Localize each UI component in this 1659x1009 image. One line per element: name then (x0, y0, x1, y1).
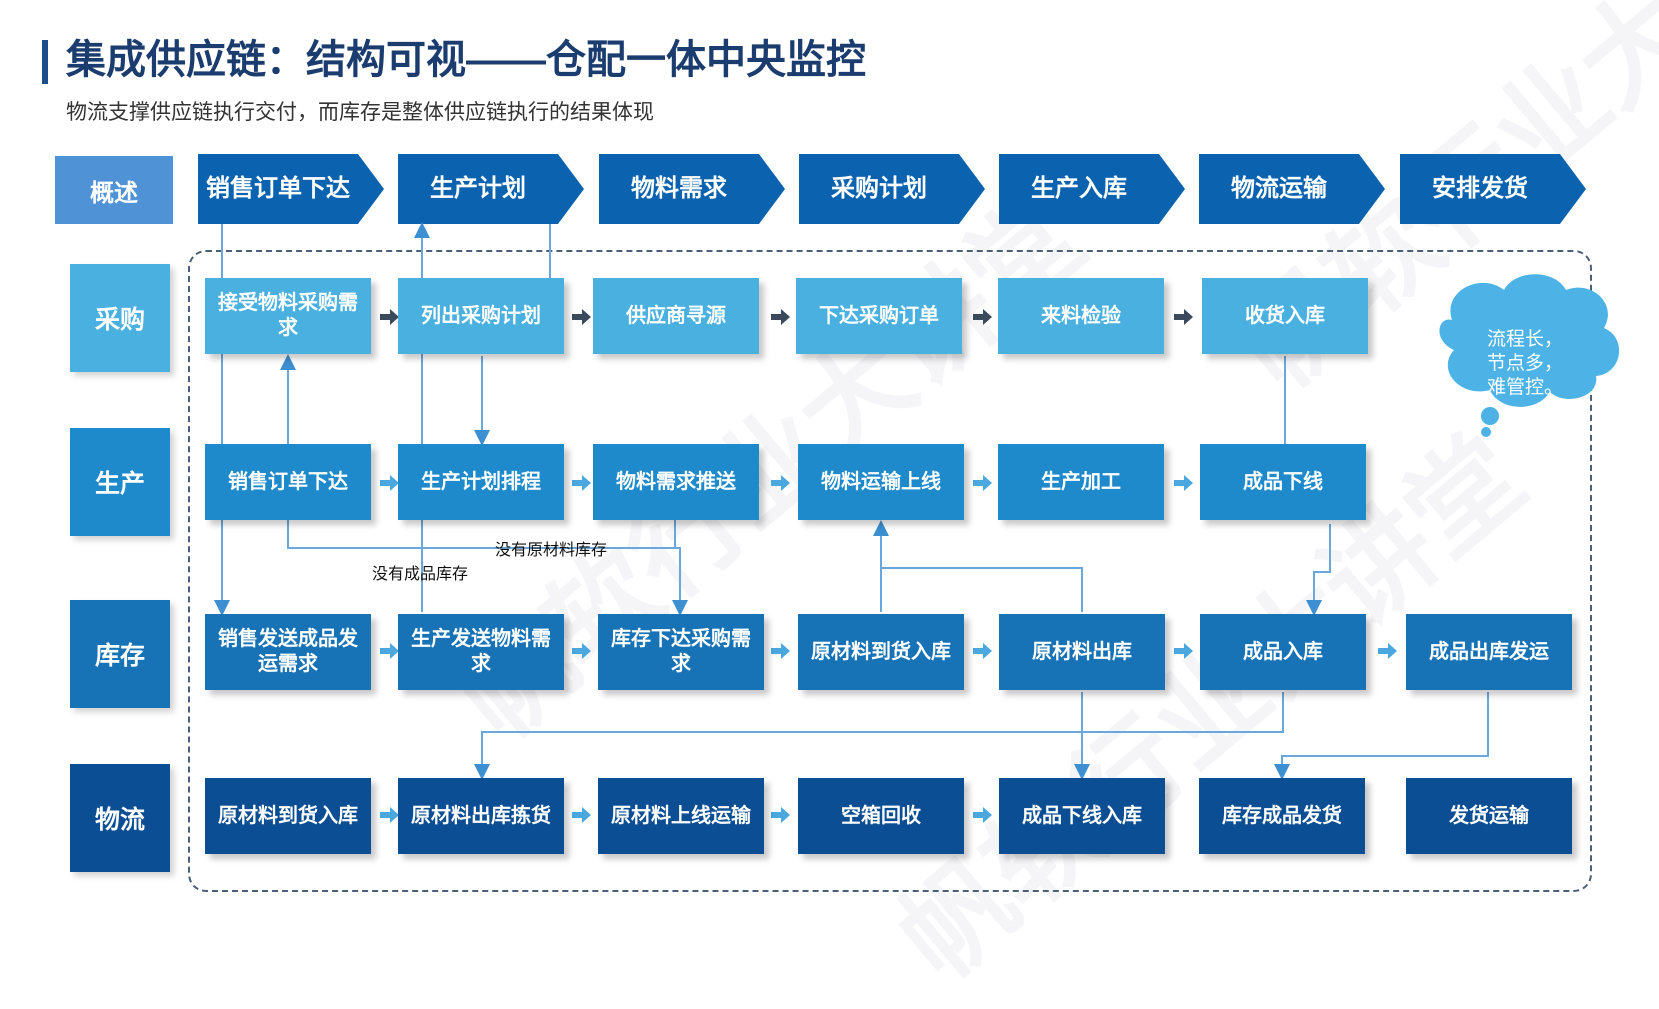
node-finished-goods-offline: 成品下线 (1200, 444, 1366, 520)
lane-inventory: 库存 (70, 600, 170, 708)
overview-label: 概述 (55, 156, 173, 224)
node-sales-order-issued: 销售订单下达 (205, 444, 371, 520)
phase-production-plan: 生产计划 (398, 154, 584, 224)
phase-material-demand: 物料需求 (599, 154, 785, 224)
node-finished-goods-shipping: 成品出库发运 (1406, 614, 1572, 690)
page: 帆软行业大讲堂 帆软行业大讲堂 帆软行业大讲堂 集成供应链：结构可视——仓配一体… (42, 38, 1620, 892)
cloud-callout: 流程长， 节点多， 难管控。 (1470, 328, 1580, 400)
node-issue-purchase-order: 下达采购订单 (796, 278, 962, 354)
lane-procurement: 采购 (70, 264, 170, 372)
cloud-line: 难管控。 (1486, 377, 1563, 398)
node-raw-material-picking: 原材料出库拣货 (398, 778, 564, 854)
node-finished-offline-inbound: 成品下线入库 (999, 778, 1165, 854)
title-accent-bar (42, 40, 48, 84)
node-material-transport-online: 物料运输上线 (798, 444, 964, 520)
phase-purchase-plan: 采购计划 (799, 154, 985, 224)
node-production-scheduling: 生产计划排程 (398, 444, 564, 520)
node-production-material-request: 生产发送物料需求 (398, 614, 564, 690)
phase-logistics-transport: 物流运输 (1199, 154, 1385, 224)
node-production-processing: 生产加工 (998, 444, 1164, 520)
note-no-raw-material: 没有原材料库存 (495, 542, 608, 559)
node-material-demand-push: 物料需求推送 (593, 444, 759, 520)
lane-production: 生产 (70, 428, 170, 536)
node-finished-goods-inbound: 成品入库 (1200, 614, 1366, 690)
node-sales-shipping-request: 销售发送成品发运需求 (205, 614, 371, 690)
process-frame (188, 250, 1592, 892)
node-accept-purchase-request: 接受物料采购需求 (205, 278, 371, 354)
cloud-line: 流程长， (1486, 329, 1563, 350)
node-incoming-inspection: 来料检验 (998, 278, 1164, 354)
node-raw-material-line-transport: 原材料上线运输 (598, 778, 764, 854)
page-title: 集成供应链：结构可视——仓配一体中央监控 (66, 38, 866, 82)
node-inventory-purchase-request: 库存下达采购需求 (598, 614, 764, 690)
node-raw-material-arrival: 原材料到货入库 (798, 614, 964, 690)
lane-logistics: 物流 (70, 764, 170, 872)
node-logistics-raw-arrival: 原材料到货入库 (205, 778, 371, 854)
node-empty-box-recycling: 空箱回收 (798, 778, 964, 854)
phase-arrange-shipping: 安排发货 (1400, 154, 1586, 224)
node-list-purchase-plan: 列出采购计划 (398, 278, 564, 354)
node-inventory-finished-delivery: 库存成品发货 (1199, 778, 1365, 854)
connector-lines (214, 222, 1620, 823)
node-delivery-transport: 发货运输 (1406, 778, 1572, 854)
node-supplier-sourcing: 供应商寻源 (593, 278, 759, 354)
note-no-finished-goods: 没有成品库存 (372, 566, 469, 583)
cloud-shape (1439, 274, 1620, 407)
node-receipt-inbound: 收货入库 (1202, 278, 1368, 354)
page-subtitle: 物流支撑供应链执行交付，而库存是整体供应链执行的结果体现 (66, 101, 654, 124)
phase-sales-order: 销售订单下达 (198, 154, 384, 224)
phase-production-inbound: 生产入库 (999, 154, 1185, 224)
cloud-line: 节点多， (1486, 353, 1563, 374)
node-raw-material-outbound: 原材料出库 (999, 614, 1165, 690)
